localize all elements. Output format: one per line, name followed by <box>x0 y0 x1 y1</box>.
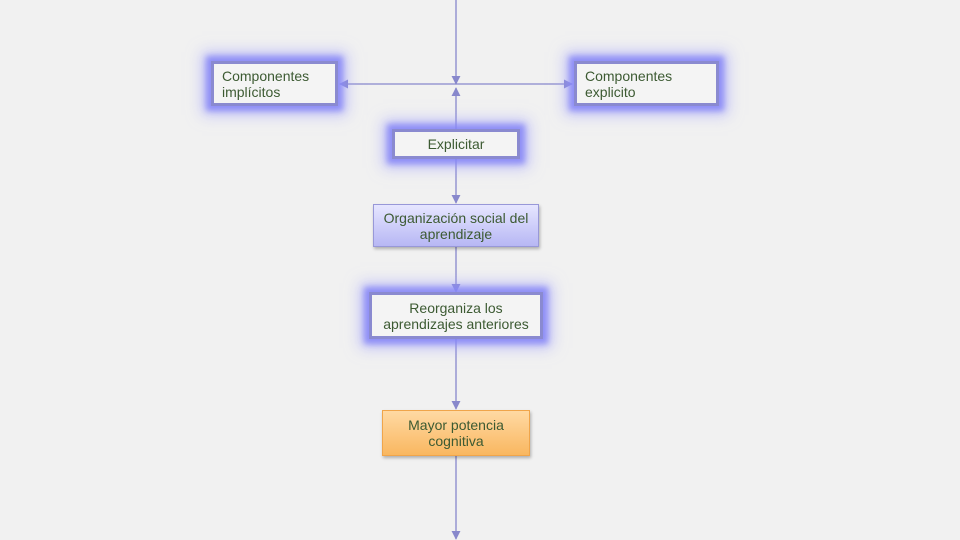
node-reorganiza: Reorganiza los aprendizajes anteriores <box>369 292 543 339</box>
node-mayor-potencia-label: Mayor potencia cognitiva <box>408 417 504 449</box>
node-organizacion-social-label: Organización social del aprendizaje <box>383 209 529 242</box>
node-explicitar-label: Explicitar <box>427 136 485 152</box>
node-componentes-implicitos-label: Componentes implícitos <box>222 67 310 100</box>
node-explicitar: Explicitar <box>392 129 520 159</box>
node-componentes-explicito: Componentes explicito <box>574 61 719 106</box>
node-organizacion-social: Organización social del aprendizaje <box>373 204 539 247</box>
node-componentes-explicito-label: Componentes explicito <box>585 67 673 100</box>
node-componentes-implicitos: Componentes implícitos <box>211 61 338 106</box>
node-reorganiza-label: Reorganiza los aprendizajes anteriores <box>383 299 529 332</box>
node-mayor-potencia: Mayor potencia cognitiva <box>382 410 530 456</box>
